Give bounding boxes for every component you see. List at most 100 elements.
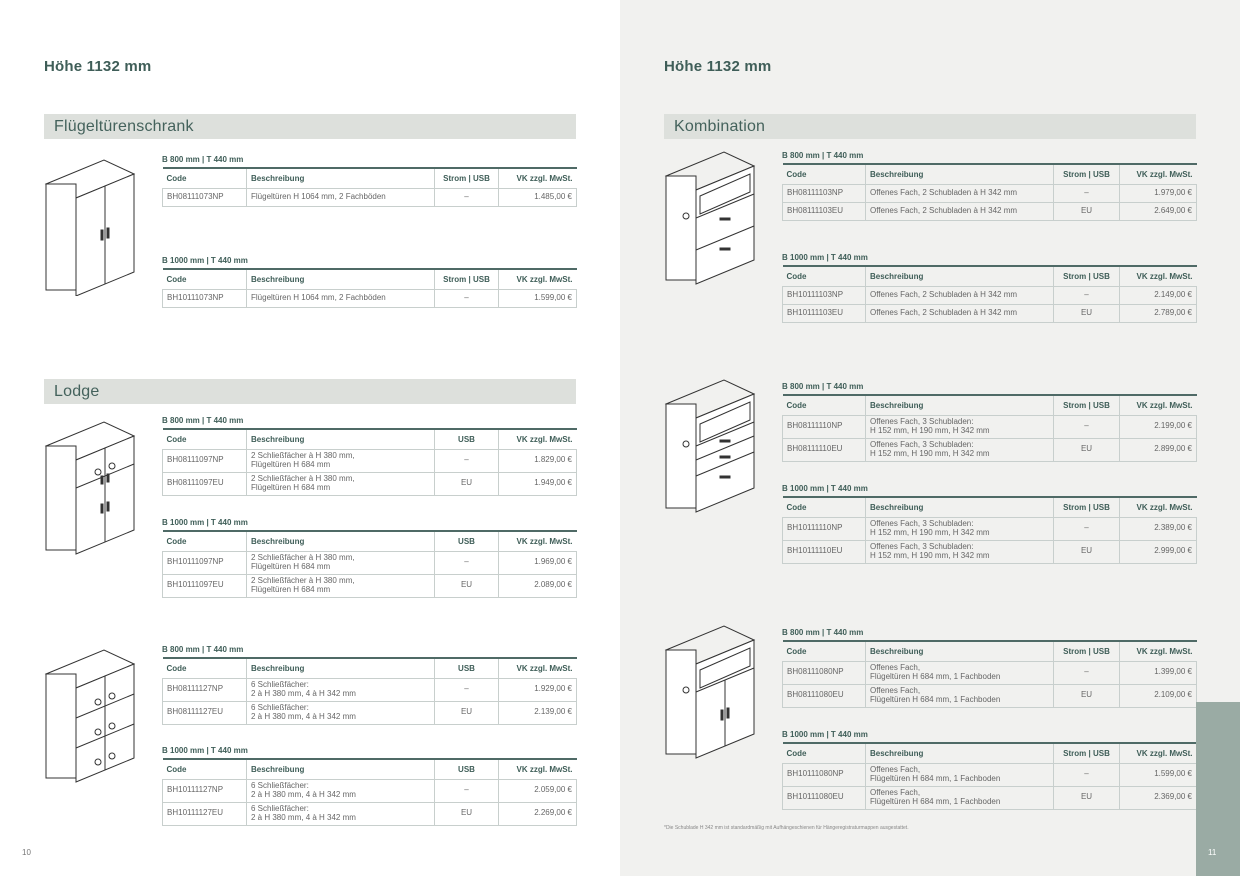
col-code: Code xyxy=(162,759,247,780)
table-block-komb3-800: B 800 mm | T 440 mm Code Beschreibung St… xyxy=(782,628,1197,708)
cell-description: 6 Schließfächer:2 à H 380 mm, 4 à H 342 … xyxy=(246,778,435,803)
cell-description: Offenes Fach, 3 Schubladen:H 152 mm, H 1… xyxy=(865,437,1054,462)
cell-code: BH08111080NP xyxy=(782,660,866,685)
cell-code: BH08111127EU xyxy=(162,700,247,725)
cell-code: BH10111080NP xyxy=(782,762,866,787)
table-row: BH10111080EU Offenes Fach,Flügeltüren H … xyxy=(782,785,1197,810)
col-code: Code xyxy=(162,429,247,450)
cell-description: 2 Schließfächer à H 380 mm,Flügeltüren H… xyxy=(246,550,435,575)
table-row: BH10111110NP Offenes Fach, 3 Schubladen:… xyxy=(782,516,1197,541)
table-row: BH10111097NP 2 Schließfächer à H 380 mm,… xyxy=(162,550,577,575)
desc-line-2: H 152 mm, H 190 mm, H 342 mm xyxy=(870,448,990,458)
price-table: Code Beschreibung Strom | USB VK zzgl. M… xyxy=(782,742,1197,810)
cabinet-lodge-2-lockers-illustration xyxy=(44,421,136,555)
cell-price: 2.109,00 € xyxy=(1119,683,1197,708)
col-usb: USB xyxy=(434,759,499,780)
table-row: BH10111080NP Offenes Fach,Flügeltüren H … xyxy=(782,762,1197,787)
height-heading: Höhe 1132 mm xyxy=(664,58,772,75)
cell-description: 2 Schließfächer à H 380 mm,Flügeltüren H… xyxy=(246,573,435,598)
cell-code: BH08111097NP xyxy=(162,448,247,473)
col-price: VK zzgl. MwSt. xyxy=(498,269,577,290)
cell-price: 2.899,00 € xyxy=(1119,437,1197,462)
footnote: *Die Schublade H 342 mm ist standardmäßi… xyxy=(664,825,909,831)
price-table: Code Beschreibung Strom | USB VK zzgl. M… xyxy=(782,394,1197,462)
cell-code: BH08111097EU xyxy=(162,471,247,496)
table-block-fluegel-1000: B 1000 mm | T 440 mm Code Beschreibung S… xyxy=(162,256,577,308)
desc-line-2: 2 à H 380 mm, 4 à H 342 mm xyxy=(251,711,356,721)
price-table: Code Beschreibung Strom | USB VK zzgl. M… xyxy=(162,167,577,207)
col-strom-usb: Strom | USB xyxy=(434,269,499,290)
col-price: VK zzgl. MwSt. xyxy=(1119,641,1197,662)
desc-line-1: 2 Schließfächer à H 380 mm, xyxy=(251,451,355,460)
dimension-label: B 1000 mm | T 440 mm xyxy=(162,518,248,527)
dimension-label: B 1000 mm | T 440 mm xyxy=(162,256,248,265)
col-description: Beschreibung xyxy=(246,168,435,189)
cell-description: Flügeltüren H 1064 mm, 2 Fachböden xyxy=(246,187,435,207)
col-strom-usb: Strom | USB xyxy=(434,168,499,189)
cell-price: 2.649,00 € xyxy=(1119,201,1197,221)
col-description: Beschreibung xyxy=(865,395,1054,416)
dimension-label: B 1000 mm | T 440 mm xyxy=(162,746,248,755)
cell-description: 6 Schließfächer:2 à H 380 mm, 4 à H 342 … xyxy=(246,677,435,702)
price-table: Code Beschreibung USB VK zzgl. MwSt. BH0… xyxy=(162,428,577,496)
cell-code: BH08111080EU xyxy=(782,683,866,708)
cell-description: 6 Schließfächer:2 à H 380 mm, 4 à H 342 … xyxy=(246,700,435,725)
desc-line-2: H 152 mm, H 190 mm, H 342 mm xyxy=(870,550,990,560)
price-table: Code Beschreibung Strom | USB VK zzgl. M… xyxy=(782,640,1197,708)
col-price: VK zzgl. MwSt. xyxy=(1119,743,1197,764)
cell-price: 2.149,00 € xyxy=(1119,285,1197,305)
cell-description: Offenes Fach, 3 Schubladen:H 152 mm, H 1… xyxy=(865,539,1054,564)
cell-price: 2.059,00 € xyxy=(498,778,577,803)
cell-code: BH10111073NP xyxy=(162,288,247,308)
cell-description: Offenes Fach, 2 Schubladen à H 342 mm xyxy=(865,303,1054,323)
cell-description: 6 Schließfächer:2 à H 380 mm, 4 à H 342 … xyxy=(246,801,435,826)
cell-price: 2.139,00 € xyxy=(498,700,577,725)
cell-strom: – xyxy=(1053,660,1120,685)
table-block-lodge6-800: B 800 mm | T 440 mm Code Beschreibung US… xyxy=(162,645,577,725)
col-price: VK zzgl. MwSt. xyxy=(498,531,577,552)
cell-description: Flügeltüren H 1064 mm, 2 Fachböden xyxy=(246,288,435,308)
desc-line-2: Flügeltüren H 684 mm xyxy=(251,482,331,492)
cell-price: 1.485,00 € xyxy=(498,187,577,207)
desc-line-2: Flügeltüren H 684 mm xyxy=(251,561,331,571)
col-code: Code xyxy=(782,743,866,764)
cell-code: BH08111110NP xyxy=(782,414,866,439)
cell-code: BH10111110NP xyxy=(782,516,866,541)
cell-strom: – xyxy=(434,448,499,473)
table-block-lodge-800: B 800 mm | T 440 mm Code Beschreibung US… xyxy=(162,416,577,496)
cell-description: Offenes Fach,Flügeltüren H 684 mm, 1 Fac… xyxy=(865,785,1054,810)
cell-price: 1.399,00 € xyxy=(1119,660,1197,685)
desc-line-1: 2 Schließfächer à H 380 mm, xyxy=(251,576,355,585)
col-strom-usb: Strom | USB xyxy=(1053,497,1120,518)
col-code: Code xyxy=(782,266,866,287)
cell-code: BH10111127NP xyxy=(162,778,247,803)
cell-description: Offenes Fach,Flügeltüren H 684 mm, 1 Fac… xyxy=(865,762,1054,787)
col-price: VK zzgl. MwSt. xyxy=(1119,497,1197,518)
desc-line-1: Offenes Fach, xyxy=(870,663,921,672)
table-block-komb1-800: B 800 mm | T 440 mm Code Beschreibung St… xyxy=(782,151,1197,221)
col-code: Code xyxy=(782,641,866,662)
cell-strom: – xyxy=(1053,516,1120,541)
cell-code: BH10111103NP xyxy=(782,285,866,305)
cell-price: 2.999,00 € xyxy=(1119,539,1197,564)
col-description: Beschreibung xyxy=(865,164,1054,185)
col-strom-usb: Strom | USB xyxy=(1053,641,1120,662)
table-row: BH10111103EU Offenes Fach, 2 Schubladen … xyxy=(782,303,1197,323)
cell-price: 1.599,00 € xyxy=(498,288,577,308)
cell-price: 2.389,00 € xyxy=(1119,516,1197,541)
col-price: VK zzgl. MwSt. xyxy=(498,759,577,780)
cell-code: BH10111080EU xyxy=(782,785,866,810)
table-block-komb2-1000: B 1000 mm | T 440 mm Code Beschreibung S… xyxy=(782,484,1197,564)
desc-line-1: Offenes Fach, 3 Schubladen: xyxy=(870,417,974,426)
cell-price: 2.269,00 € xyxy=(498,801,577,826)
cell-price: 2.789,00 € xyxy=(1119,303,1197,323)
price-table: Code Beschreibung USB VK zzgl. MwSt. BH0… xyxy=(162,657,577,725)
col-strom-usb: Strom | USB xyxy=(1053,395,1120,416)
cabinet-open-2-drawers-illustration xyxy=(664,151,756,285)
table-row: BH10111073NP Flügeltüren H 1064 mm, 2 Fa… xyxy=(162,288,577,308)
price-table: Code Beschreibung Strom | USB VK zzgl. M… xyxy=(782,496,1197,564)
col-price: VK zzgl. MwSt. xyxy=(1119,164,1197,185)
cell-strom: EU xyxy=(1053,437,1120,462)
desc-line-2: 2 à H 380 mm, 4 à H 342 mm xyxy=(251,688,356,698)
cell-description: Offenes Fach, 2 Schubladen à H 342 mm xyxy=(865,201,1054,221)
